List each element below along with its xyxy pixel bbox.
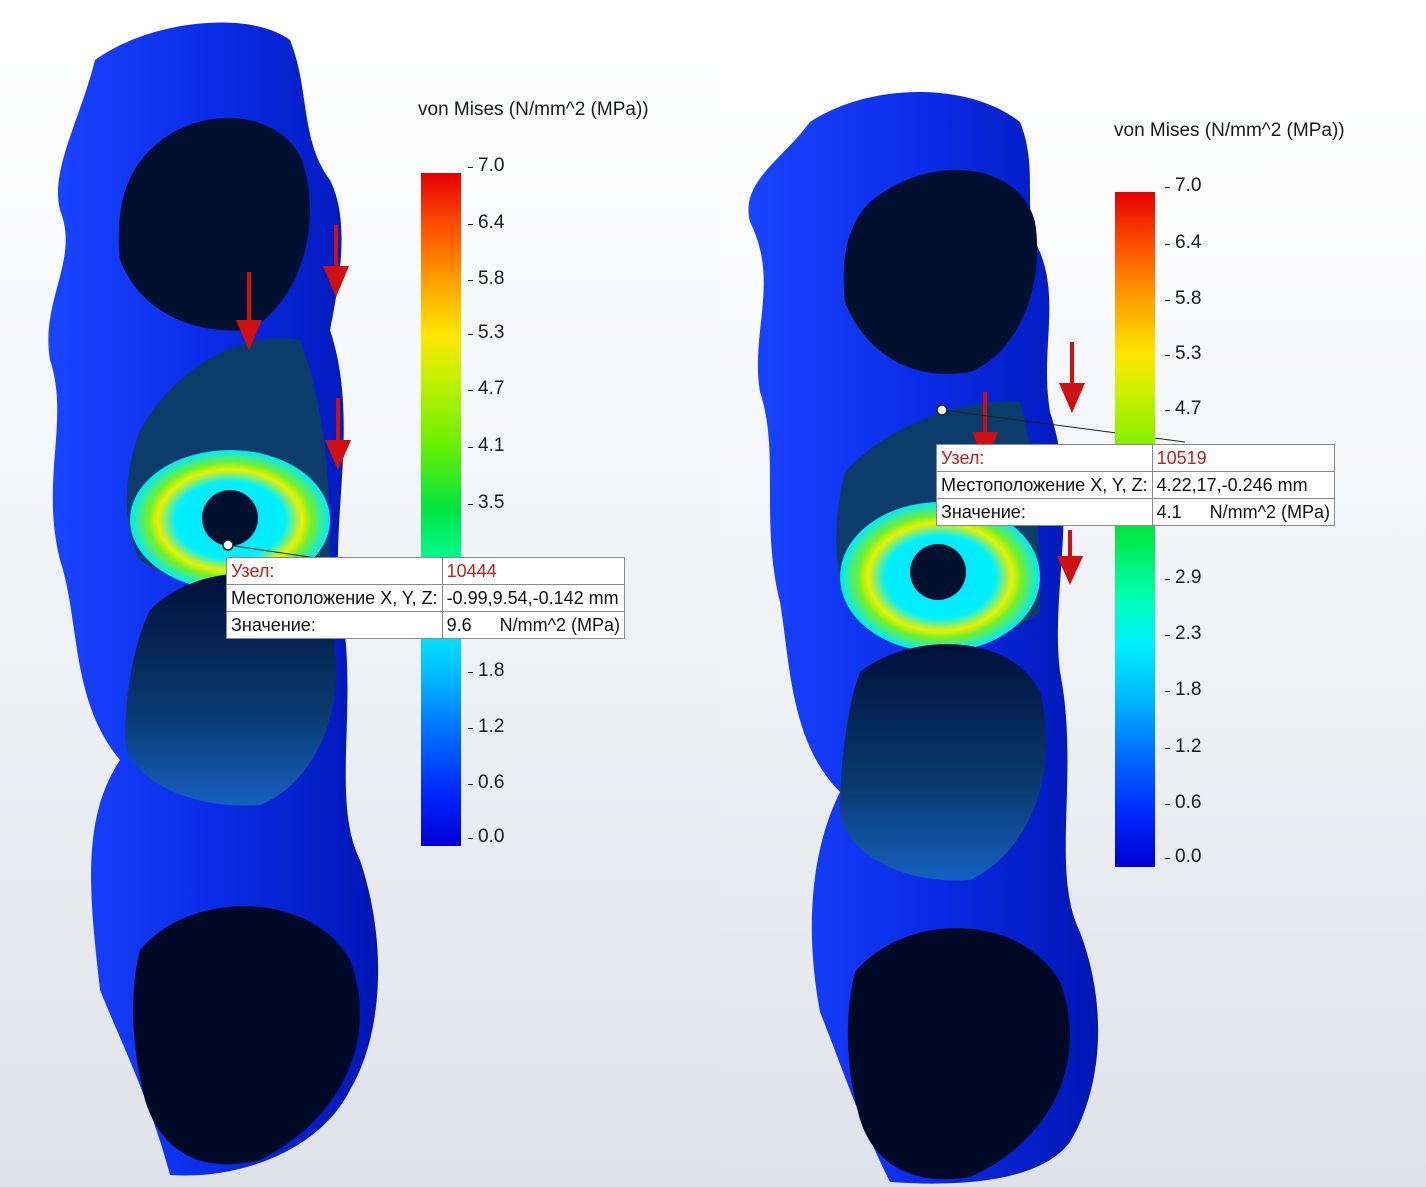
tick-label: 1.8 [1164,679,1202,700]
tick-label: 5.3 [467,322,505,343]
legend-title: von Mises (N/mm^2 (MPa)) [418,99,649,120]
value-cell: 9.6 N/mm^2 (MPa) [441,611,626,639]
stress-unit: N/mm^2 (MPa) [499,615,621,635]
tick-label: 2.9 [1164,567,1202,588]
location-label: Местоположение X, Y, Z: [226,584,443,612]
stress-unit: N/mm^2 (MPa) [1209,502,1331,522]
stress-model-left[interactable] [0,0,720,1187]
stress-model-right[interactable] [720,52,1426,1187]
tick-label: 1.2 [1164,736,1202,757]
node-id: 10444 [441,557,626,585]
colorbar [421,173,461,846]
stress-value: 4.1 [1156,502,1182,522]
location-label: Местоположение X, Y, Z: [936,471,1153,499]
value-label: Значение: [936,498,1153,526]
location-value: -0.99,9.54,-0.142 mm [441,584,626,612]
node-id: 10519 [1151,444,1336,472]
tick-label: 1.2 [467,716,505,737]
tick-label: 0.0 [467,826,505,847]
upper-opening-left [118,117,310,331]
tick-label: 5.8 [1164,288,1202,309]
tick-label: 0.6 [1164,792,1202,813]
tick-label: 6.4 [467,212,505,233]
probe-tooltip-right: Узел: 10519 Местоположение X, Y, Z: 4.22… [936,444,1336,526]
tick-label: 5.3 [1164,343,1202,364]
load-arrows-left [235,225,352,471]
tick-label: 3.5 [467,492,505,513]
stress-value: 9.6 [446,615,472,635]
value-label: Значение: [226,611,443,639]
colorbar [1115,192,1155,867]
tick-label: 4.1 [467,435,505,456]
probe-tooltip-left: Узел: 10444 Местоположение X, Y, Z: -0.9… [226,557,626,639]
value-cell: 4.1 N/mm^2 (MPa) [1151,498,1336,526]
tick-label: 2.3 [1164,623,1202,644]
node-label: Узел: [936,444,1153,472]
tick-label: 0.0 [1164,846,1202,867]
hole-right [910,544,966,600]
probe-marker-right [936,404,948,416]
tick-label: 7.0 [1164,175,1202,196]
upper-opening-right [843,169,1038,374]
tick-label: 5.8 [467,268,505,289]
tick-label: 4.7 [1164,398,1202,419]
tick-label: 1.8 [467,660,505,681]
stress-plot-view-right[interactable]: von Mises (N/mm^2 (MPa)) 7.0 6.4 5.8 5.3… [720,52,1426,1187]
hole-left [202,490,258,546]
probe-marker-left [222,539,234,551]
tick-label: 6.4 [1164,232,1202,253]
bottom-opening-left [133,906,360,1165]
stress-plot-view-left[interactable]: von Mises (N/mm^2 (MPa)) 7.0 6.4 5.8 5.3… [0,0,720,1187]
tick-label: 4.7 [467,378,505,399]
bottom-opening-right [847,928,1070,1180]
location-value: 4.22,17,-0.246 mm [1151,471,1336,499]
legend-title: von Mises (N/mm^2 (MPa)) [1114,120,1345,141]
tick-label: 0.6 [467,772,505,793]
node-label: Узел: [226,557,443,585]
lower-cup-right [840,644,1047,881]
tick-label: 7.0 [467,155,505,176]
